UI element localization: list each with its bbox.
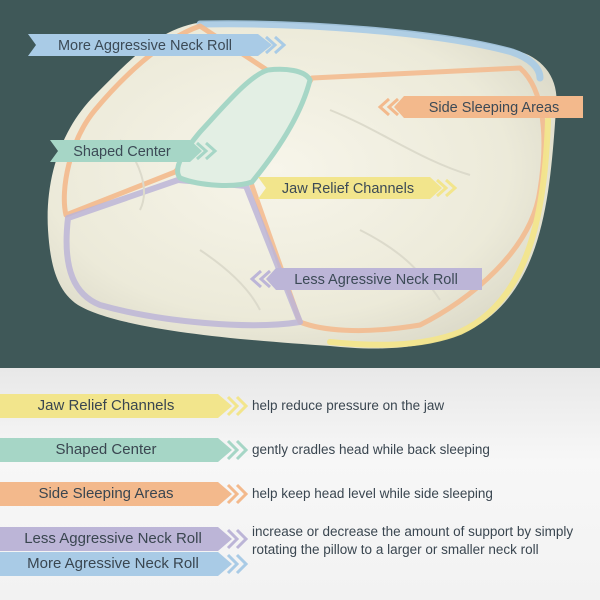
- legend-desc-side-sleeping: help keep head level while side sleeping: [252, 486, 493, 501]
- legend-label-more-aggressive: More Agressive Neck Roll: [27, 555, 199, 572]
- legend-label-less-aggressive: Less Aggressive Neck Roll: [24, 530, 202, 547]
- callout-jaw-relief-channels: Jaw Relief Channels: [258, 177, 458, 199]
- callout-label: More Aggressive Neck Roll: [58, 38, 232, 54]
- callout-side-sleeping-areas: Side Sleeping Areas: [377, 96, 583, 118]
- zone-jaw-relief: [327, 117, 551, 348]
- legend-tag-less-aggressive: [0, 527, 249, 551]
- legend-desc-shaped-center: gently cradles head while back sleeping: [252, 442, 490, 457]
- pillow-diagram: More Aggressive Neck Roll Side Sleeping …: [28, 20, 583, 349]
- legend-graphics: [0, 394, 249, 576]
- legend-tag-side-sleeping: [0, 482, 249, 506]
- legend-panel: Jaw Relief Channels help reduce pressure…: [0, 368, 600, 600]
- legend-label-shaped-center: Shaped Center: [55, 441, 157, 458]
- pillow-illustration-panel: More Aggressive Neck Roll Side Sleeping …: [0, 0, 600, 368]
- callout-label: Less Agressive Neck Roll: [294, 272, 458, 288]
- callout-less-aggressive-neck-roll: Less Agressive Neck Roll: [249, 268, 482, 290]
- legend-label-jaw-relief: Jaw Relief Channels: [37, 397, 175, 414]
- callout-label: Jaw Relief Channels: [282, 181, 414, 197]
- legend-label-side-sleeping: Side Sleeping Areas: [38, 485, 174, 502]
- legend-desc-neck-roll: increase or decrease the amount of suppo…: [252, 524, 574, 557]
- legend-tag-shaped-center: [0, 438, 249, 462]
- callout-shaped-center: Shaped Center: [50, 140, 218, 162]
- zone-side-sleeping-right: [247, 65, 547, 334]
- legend-tag-jaw-relief: [0, 394, 249, 418]
- callout-label: Side Sleeping Areas: [429, 100, 560, 116]
- zone-more-aggressive-roll: [196, 20, 544, 82]
- callout-label: Shaped Center: [73, 144, 171, 160]
- legend-desc-jaw-relief: help reduce pressure on the jaw: [252, 398, 445, 413]
- zone-less-aggressive-roll: [63, 177, 303, 329]
- legend-tag-more-aggressive: [0, 552, 249, 576]
- callout-more-aggressive-neck-roll: More Aggressive Neck Roll: [28, 34, 287, 56]
